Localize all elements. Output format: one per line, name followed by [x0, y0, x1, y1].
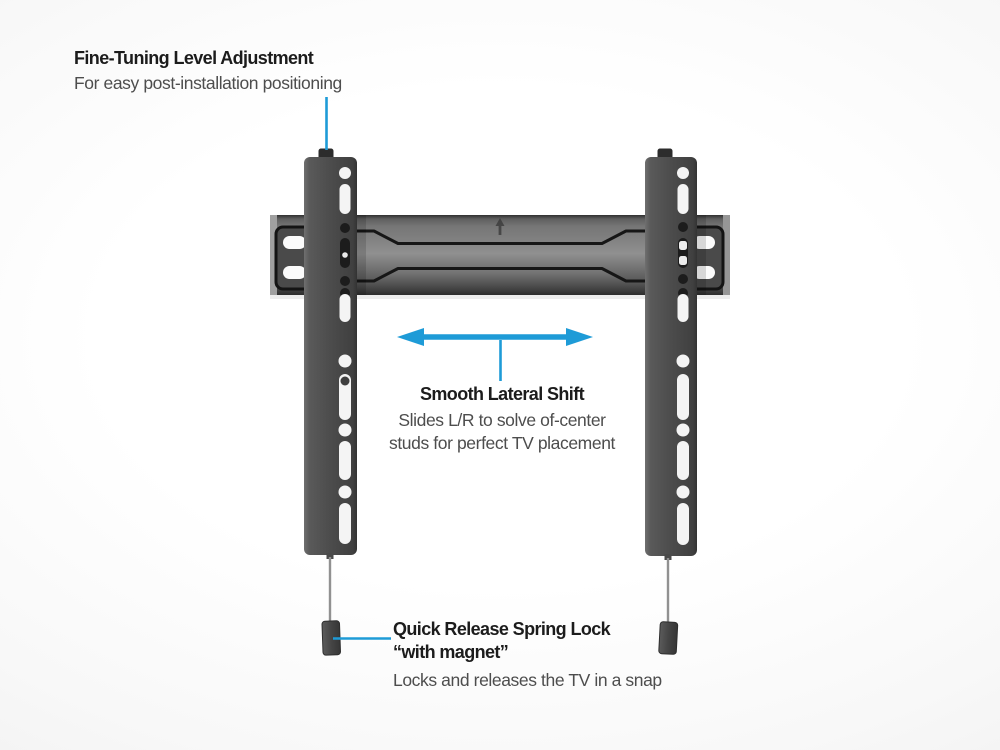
callout-lateral-shift: Smooth Lateral Shift Slides L/R to solve… — [342, 383, 662, 455]
slot-screw — [340, 376, 350, 386]
lateral-shift-title: Smooth Lateral Shift — [419, 384, 585, 404]
right-pull-tab — [658, 621, 679, 655]
spring-lock-title-line2: “with magnet” — [393, 642, 509, 662]
lateral-shift-description-line1: Slides L/R to solve of-center — [398, 410, 606, 430]
lateral-shift-description-line2: studs for perfect TV placement — [389, 433, 615, 453]
left-rail-shadow — [357, 215, 366, 295]
lateral-shift-arrow-icon — [397, 328, 593, 381]
spring-lock-title-line1: Quick Release Spring Lock — [393, 619, 611, 639]
right-pull-cord — [658, 554, 679, 655]
cord-anchor — [326, 553, 334, 559]
mount-hole — [283, 266, 306, 279]
callout-level-adjustment: Fine-Tuning Level Adjustment For easy po… — [74, 47, 342, 95]
mount-hole — [693, 236, 715, 249]
right-rail-body — [645, 157, 697, 556]
cord-anchor — [664, 554, 672, 560]
plate-shadow — [270, 295, 730, 299]
mount-hole — [283, 236, 306, 249]
left-rail-holes — [338, 167, 352, 544]
plate-right-edge — [722, 215, 730, 295]
left-rail — [304, 148, 357, 555]
level-adjustment-title: Fine-Tuning Level Adjustment — [74, 48, 314, 68]
up-arrow-marker-icon — [495, 218, 505, 235]
callout-spring-lock: Quick Release Spring Lock “with magnet” … — [393, 618, 662, 692]
right-rail — [645, 148, 697, 556]
right-rail-shadow — [697, 215, 706, 295]
mount-hole — [693, 266, 715, 279]
level-adjustment-description: For easy post-installation positioning — [74, 73, 342, 93]
plate-left-edge — [270, 215, 278, 295]
spring-lock-description: Locks and releases the TV in a snap — [393, 670, 662, 690]
right-rail-holes — [676, 167, 690, 545]
left-pull-cord — [321, 553, 341, 656]
